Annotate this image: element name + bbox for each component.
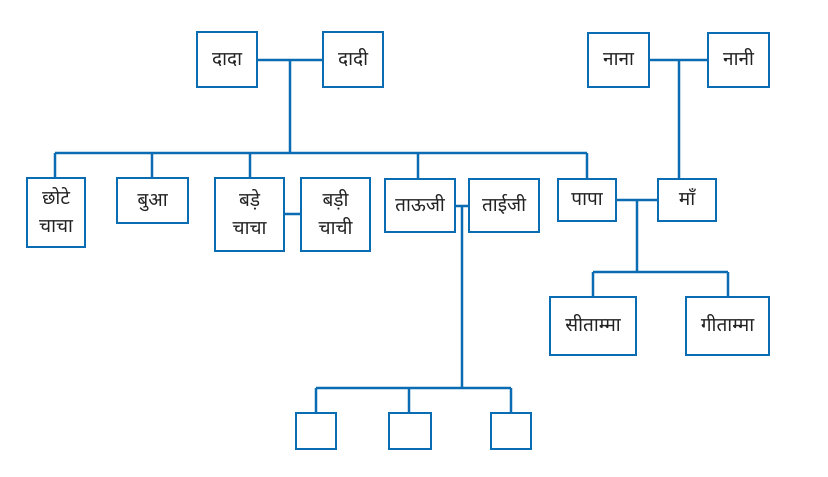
node-label: माँ	[678, 188, 696, 211]
node-label: बड़ी चाची	[318, 188, 353, 239]
node-label: दादी	[337, 47, 369, 70]
node-bade-chacha: बड़े चाचा	[214, 177, 285, 252]
node-label: नाना	[603, 48, 634, 71]
node-label: गीताम्मा	[700, 314, 755, 337]
empty-node-3	[490, 412, 532, 450]
node-dada: दादा	[196, 31, 258, 88]
node-chhote-chacha: छोटे चाचा	[26, 177, 86, 248]
node-papa: पापा	[557, 178, 617, 222]
node-badi-chachi: बड़ी चाची	[300, 177, 371, 252]
node-nani: नानी	[707, 32, 770, 88]
empty-node-2	[388, 412, 432, 450]
node-taiji: ताईजी	[468, 178, 540, 233]
node-label: दादा	[211, 47, 243, 70]
node-maa: माँ	[657, 178, 717, 222]
node-label: बुआ	[137, 188, 168, 211]
node-nana: नाना	[587, 32, 650, 88]
node-label: नानी	[723, 48, 754, 71]
node-label: ताईजी	[481, 193, 527, 216]
node-label: बड़े चाचा	[232, 188, 267, 239]
node-label: सीताम्मा	[565, 314, 621, 337]
empty-node-1	[295, 412, 337, 450]
node-tauji: ताऊजी	[384, 178, 456, 233]
node-label: ताऊजी	[395, 193, 445, 216]
node-label: छोटे चाचा	[39, 186, 73, 237]
node-dadi: दादी	[322, 31, 384, 88]
node-label: पापा	[571, 188, 603, 211]
node-gitamma: गीताम्मा	[685, 296, 770, 356]
node-bua: बुआ	[116, 177, 189, 224]
node-sitamma: सीताम्मा	[549, 296, 637, 356]
